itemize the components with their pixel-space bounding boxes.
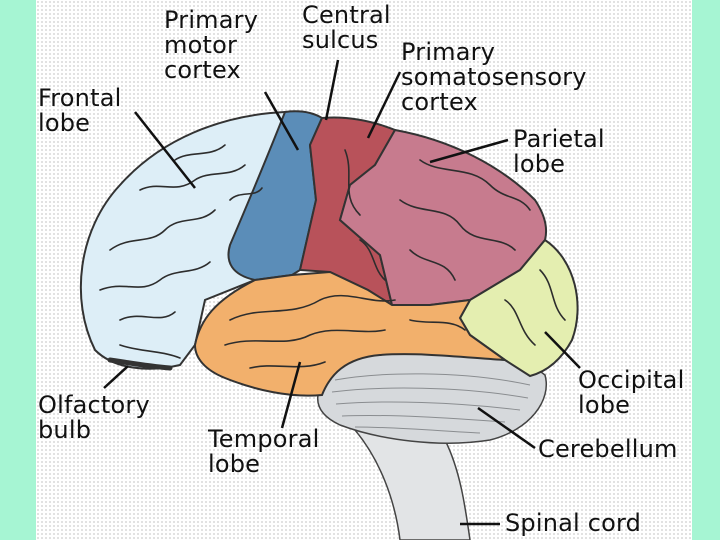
leader-olfactory — [103, 365, 129, 389]
label-cerebellum: Cerebellum — [538, 435, 678, 463]
label-primary-somatosensory-cortex: Primary somatosensory cortex — [401, 38, 587, 116]
label-olfactory-bulb: Olfactory bulb — [38, 391, 150, 444]
motor-cortex — [227, 110, 324, 282]
leader-occipital — [544, 331, 581, 369]
leader-motor — [263, 91, 300, 151]
leader-frontal — [134, 111, 196, 189]
leader-lines — [103, 59, 581, 526]
leader-temporal — [280, 361, 302, 429]
leader-parietal — [429, 138, 509, 164]
olfactory-bulb — [107, 357, 173, 371]
label-occipital-lobe: Occipital lobe — [578, 366, 685, 419]
label-frontal-lobe: Frontal lobe — [38, 84, 122, 137]
gyri — [99, 144, 566, 369]
leader-cerebellum — [477, 406, 536, 450]
temporal-lobe — [193, 270, 509, 397]
label-spinal-cord: Spinal cord — [505, 509, 642, 537]
leader-somatosensory — [366, 71, 402, 139]
label-central-sulcus: Central sulcus — [302, 1, 391, 54]
leader-central-sulcus — [324, 59, 340, 121]
label-temporal-lobe: Temporal lobe — [208, 425, 320, 478]
label-primary-motor-cortex: Primary motor cortex — [164, 6, 259, 84]
cerebellum-folia — [331, 373, 531, 434]
label-parietal-lobe: Parietal lobe — [513, 125, 605, 178]
